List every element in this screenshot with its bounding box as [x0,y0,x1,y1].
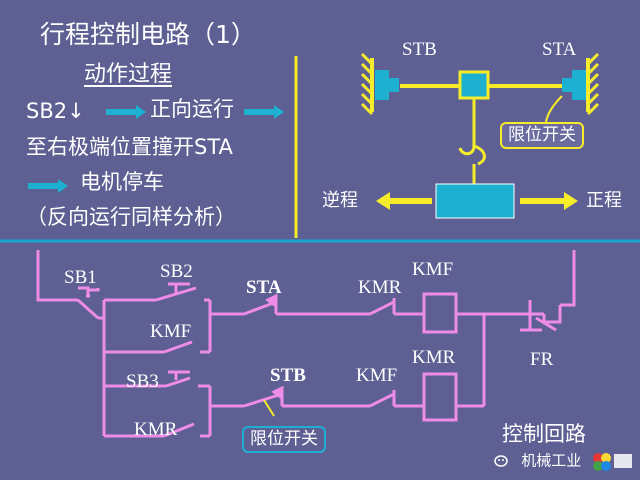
sb3-label: SB3 [126,371,159,392]
hook [458,98,486,166]
sta-label: STA [542,39,577,60]
wechat-icon [494,454,510,468]
right-arrow-icon [244,104,284,123]
watermark: 机械工业 [494,450,634,472]
watermark-text: 机械工业 [521,451,582,470]
sb2-label: SB2 [160,261,193,282]
forward-arrow-icon [520,192,578,210]
circuit-limit-switch-label: 限位开关 [242,426,326,453]
site-logo-icon [590,450,634,472]
step-hit-sta: 至右极端位置撞开STA [26,135,233,159]
slide-title: 行程控制电路（1） [40,20,256,49]
kmf-coil-label: KMF [412,259,454,280]
stb-switch [375,70,399,100]
kmf-interlock-label: KMF [356,365,398,386]
kmr-coil-label: KMR [412,347,456,368]
forward-label: 正程 [586,190,622,211]
step-reverse-note: （反向运行同样分析） [26,205,236,229]
step-motor-stop: 电机停车 [80,170,164,194]
right-arrow-icon [28,178,68,197]
mechanism-diagram [360,52,600,219]
sb1-label: SB1 [64,267,97,288]
sta-contact-label: STA [246,277,282,298]
control-loop-label: 控制回路 [502,422,586,446]
stb-label: STB [402,39,437,60]
fr-label: FR [530,349,554,370]
sta-switch [562,70,586,100]
reverse-label: 逆程 [322,190,358,211]
right-arrow-icon [106,104,146,123]
kmr-hold-label: KMR [134,419,178,440]
stb-contact-label: STB [270,365,306,386]
limit-switch-label: 限位开关 [500,122,584,149]
process-heading: 动作过程 [84,62,173,87]
cart-body [435,183,515,219]
kmf-hold-label: KMF [150,321,192,342]
step-forward-run: 正向运行 [150,97,234,121]
reverse-arrow-icon [376,192,432,210]
right-wall [586,52,600,116]
kmr-interlock-label: KMR [358,277,402,298]
left-wall [360,52,374,116]
step-sb2-press: SB2↓ [26,99,85,123]
